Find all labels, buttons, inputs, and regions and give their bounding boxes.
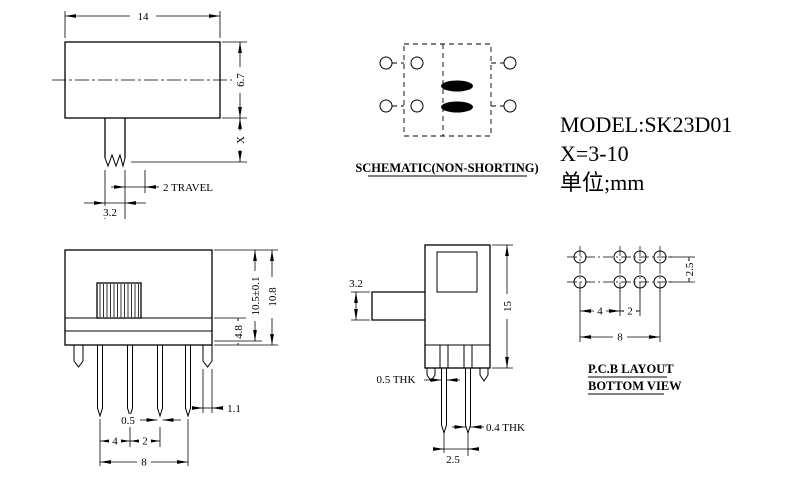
dim-body-height-tol: 10.5±0.1	[214, 249, 278, 342]
dim-travel-text: 2 TRAVEL	[163, 182, 213, 194]
dim-body-height-tol-text: 10.5±0.1	[250, 276, 262, 315]
dim-body-height: 6.7	[222, 41, 247, 119]
unit-label: 单位;mm	[560, 170, 644, 195]
terminal-root-left	[439, 344, 449, 369]
dim-travel: 2 TRAVEL	[111, 170, 213, 219]
contact-bars	[441, 80, 473, 113]
terminal-root-right	[463, 344, 473, 369]
dim-pin-pitches: 4 2 8	[99, 419, 189, 469]
dim-stem-length-text: X	[235, 136, 247, 144]
dim-stem-width: 3.2	[84, 170, 146, 219]
dim-pin-pitch: 2.5	[433, 434, 479, 466]
mounting-feet-end	[426, 368, 489, 382]
dim-total-height-text: 10.8	[267, 287, 279, 307]
dim-col-pitches: 4 2 8	[579, 290, 661, 344]
dim-pin-thk: 0.5 THK	[377, 374, 460, 386]
dim-col-span-text: 8	[617, 332, 623, 344]
dim-stem-height-text: 3.2	[349, 278, 363, 290]
dim-total-height: 10.8	[214, 250, 279, 346]
dim-col-pitch-b-text: 2	[627, 306, 633, 318]
hole-centerlines	[567, 246, 673, 293]
stem-side	[371, 291, 425, 321]
dim-pin-width-text: 0.5	[121, 415, 135, 427]
knob-section	[436, 251, 478, 293]
front-view: 14 6.7 X 2 TRAVEL	[52, 9, 247, 219]
dim-stem-height: 3.2	[349, 278, 370, 321]
dim-body-width: 14	[64, 9, 221, 38]
terminal-circles	[379, 56, 517, 113]
dim-pin-pitch-text: 2.5	[446, 454, 460, 466]
dim-pitch-b-text: 2	[142, 436, 148, 448]
dim-row-pitch: 2.5	[668, 256, 696, 283]
pcb-caption: P.C.B LAYOUT BOTTOM VIEW	[588, 362, 682, 395]
pcb-caption-line1: P.C.B LAYOUT	[588, 362, 674, 376]
end-view: 3.2 15 0.5 THK 0.4 THK 2.5	[349, 244, 525, 466]
dim-base-height: 4.8	[214, 317, 246, 345]
dim-depth-text: 15	[502, 301, 514, 313]
dim-row-pitch-text: 2.5	[684, 262, 696, 276]
title-block: MODEL:SK23D01 X=3-10 单位;mm	[560, 112, 732, 195]
dim-span-text: 8	[141, 457, 147, 469]
pcb-holes	[573, 250, 667, 289]
dim-pitch-a-text: 4	[112, 436, 118, 448]
dim-base-height-text: 4.8	[233, 325, 245, 339]
dim-stem-width-text: 3.2	[103, 207, 117, 219]
break-line	[104, 153, 126, 168]
dim-col-pitch-a-text: 4	[597, 306, 603, 318]
dim-terminal-thk: 0.4 THK	[452, 422, 525, 434]
model-number: MODEL:SK23D01	[560, 112, 732, 137]
dim-body-width-text: 14	[138, 11, 150, 23]
switch-body-side	[64, 249, 213, 346]
x-range: X=3-10	[560, 141, 629, 166]
slider-knob	[96, 282, 142, 319]
dim-foot: 1.1	[192, 369, 241, 415]
dim-terminal-thk-text: 0.4 THK	[486, 422, 525, 434]
dim-pin-thk-text: 0.5 THK	[377, 374, 416, 386]
pcb-caption-line2: BOTTOM VIEW	[588, 379, 682, 393]
schematic-caption-text: SCHEMATIC(NON-SHORTING)	[355, 161, 538, 175]
actuator-stem	[104, 118, 126, 168]
schematic-view: SCHEMATIC(NON-SHORTING)	[355, 43, 539, 177]
terminal-pins	[97, 345, 191, 418]
mounting-feet	[73, 345, 213, 368]
terminal-pins-end	[441, 368, 471, 435]
schematic-caption: SCHEMATIC(NON-SHORTING)	[355, 161, 539, 177]
pcb-layout: 2.5 4 2 8 P.C.B LAYOUT BOTTOM VIEW	[567, 246, 696, 395]
dim-depth: 15	[492, 244, 514, 369]
side-view: 4.8 10.5±0.1 10.8 1.1 0.5	[64, 249, 279, 469]
dim-pin-width: 0.5	[116, 414, 181, 427]
dim-stem-length: X	[131, 118, 247, 163]
dim-foot-text: 1.1	[227, 403, 241, 415]
switch-body-end	[424, 244, 491, 369]
dim-body-height-text: 6.7	[235, 73, 247, 87]
